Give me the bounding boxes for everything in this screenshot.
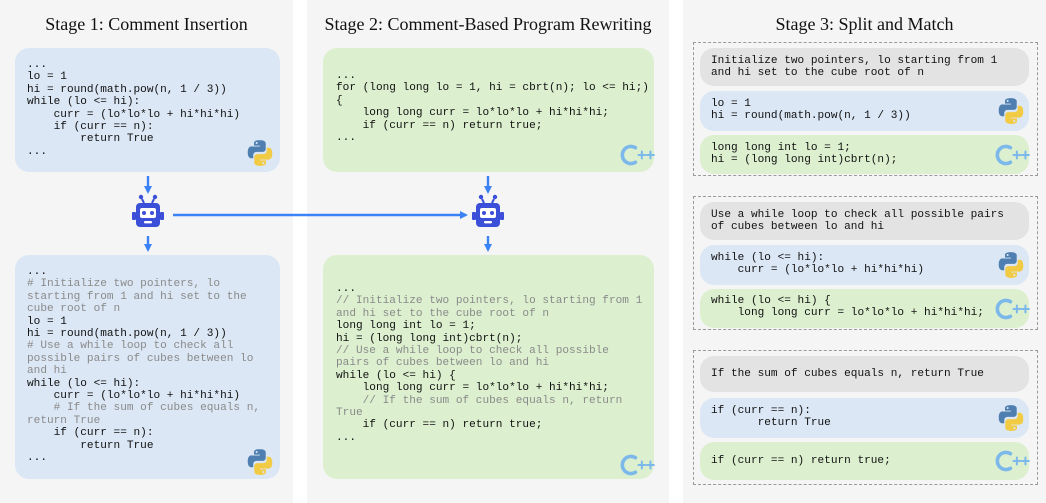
stage2-title: Stage 2: Comment-Based Program Rewriting	[324, 14, 652, 34]
comment-text: Use a while loop to check all possible p…	[711, 209, 1004, 234]
code-comment-line: # Initialize two pointers, lo	[27, 278, 221, 291]
code-line: ...	[27, 145, 47, 158]
cpp-snippet: while (lo <= hi) { long long curr = lo*l…	[711, 295, 984, 320]
code-line: curr = (lo*lo*lo + hi*hi*hi)	[27, 108, 241, 121]
code-line: if (curr == n) return true;	[336, 419, 543, 432]
code-comment-line: // Initialize two pointers, lo starting …	[336, 295, 643, 308]
code-comment-line: # Use a while loop to check all	[27, 340, 234, 353]
code-line: long long curr = lo*lo*lo + hi*hi*hi;	[336, 107, 609, 120]
code-line: ...	[27, 59, 47, 71]
stage1-original-python-box: ... lo = 1 hi = round(math.pow(n, 1 / 3)…	[15, 48, 280, 172]
code-line: long long curr = lo*lo*lo + hi*hi*hi;	[336, 382, 609, 395]
code-line: if (curr == n):	[27, 121, 154, 134]
code-line: if (curr == n) return true;	[336, 119, 543, 132]
cpp-snippet: long long int lo = 1; hi = (long long in…	[711, 142, 898, 167]
code-comment-line: possible pairs of cubes between lo	[27, 352, 254, 365]
python-snippet-box: if (curr == n): return True	[700, 398, 1029, 438]
code-line: return True	[27, 133, 154, 146]
code-line: lo = 1	[27, 71, 67, 84]
code-line: ...	[336, 132, 356, 145]
code-line: {	[336, 94, 343, 107]
code-line: if (curr == n):	[27, 427, 154, 440]
code-line: ...	[336, 283, 356, 295]
code-comment-line: starting from 1 and hi set to the	[27, 290, 247, 303]
cpp-snippet-box: long long int lo = 1; hi = (long long in…	[700, 135, 1029, 174]
comment-text: If the sum of cubes equals n, return Tru…	[711, 368, 984, 380]
code-line: hi = (long long int)cbrt(n);	[336, 332, 523, 345]
python-snippet-box: lo = 1 hi = round(math.pow(n, 1 / 3))	[700, 91, 1029, 131]
stage2-rewritten-cpp-box: ... // Initialize two pointers, lo start…	[323, 255, 654, 479]
code-comment-line: True	[336, 407, 363, 420]
comment-box: Initialize two pointers, lo starting fro…	[700, 48, 1029, 86]
stage2-translated-code: ... for (long long lo = 1, hi = cbrt(n);…	[336, 70, 649, 144]
code-line: long long int lo = 1;	[336, 320, 476, 333]
stage1-title: Stage 1: Comment Insertion	[45, 14, 248, 34]
stage1-original-code: ... lo = 1 hi = round(math.pow(n, 1 / 3)…	[27, 59, 240, 158]
stage2-rewritten-code: ... // Initialize two pointers, lo start…	[336, 283, 642, 444]
code-line: return True	[27, 439, 154, 452]
python-snippet: while (lo <= hi): curr = (lo*lo*lo + hi*…	[711, 252, 925, 277]
code-line: while (lo <= hi) {	[336, 369, 456, 382]
robot-icon	[132, 194, 164, 227]
code-line: ...	[336, 431, 356, 444]
python-snippet: if (curr == n): return True	[711, 405, 831, 430]
match-group-2	[693, 196, 1038, 330]
code-comment-line: and hi set to the cube root of n	[336, 307, 550, 320]
code-line: curr = (lo*lo*lo + hi*hi*hi)	[27, 390, 241, 403]
code-line: while (lo <= hi):	[27, 377, 141, 390]
stage1-commented-code: ... # Initialize two pointers, lo starti…	[27, 266, 260, 465]
code-comment-line: and hi	[27, 365, 67, 378]
comment-text: Initialize two pointers, lo starting fro…	[711, 55, 998, 80]
stage2-panel: Stage 2: Comment-Based Program Rewriting…	[307, 0, 669, 503]
stage3-panel: Stage 3: Split and Match Initialize two …	[683, 0, 1046, 503]
python-snippet-box: while (lo <= hi): curr = (lo*lo*lo + hi*…	[700, 245, 1029, 285]
match-group-3	[693, 350, 1038, 485]
cpp-snippet-box: while (lo <= hi) { long long curr = lo*l…	[700, 289, 1029, 328]
code-line: ...	[336, 70, 356, 82]
code-line: while (lo <= hi):	[27, 96, 141, 109]
match-group-1	[693, 42, 1038, 176]
code-line: for (long long lo = 1, hi = cbrt(n); lo …	[336, 82, 649, 95]
stage1-commented-python-box: ... # Initialize two pointers, lo starti…	[15, 255, 280, 479]
stage2-translated-cpp-box: ... for (long long lo = 1, hi = cbrt(n);…	[323, 48, 654, 172]
comment-box: If the sum of cubes equals n, return Tru…	[700, 356, 1029, 392]
code-line: ...	[27, 266, 47, 278]
comment-box: Use a while loop to check all possible p…	[700, 202, 1029, 240]
stage3-title: Stage 3: Split and Match	[775, 14, 954, 34]
code-line: hi = round(math.pow(n, 1 / 3))	[27, 328, 227, 341]
code-comment-line: pairs of cubes between lo and hi	[336, 357, 550, 370]
code-line: ...	[27, 452, 47, 465]
code-comment-line: # If the sum of cubes equals n,	[27, 402, 261, 415]
cpp-snippet: if (curr == n) return true;	[711, 455, 891, 467]
cpp-snippet-box: if (curr == n) return true;	[700, 442, 1029, 480]
code-comment-line: cube root of n	[27, 303, 121, 316]
code-line: hi = round(math.pow(n, 1 / 3))	[27, 83, 227, 96]
python-snippet: lo = 1 hi = round(math.pow(n, 1 / 3))	[711, 98, 911, 123]
code-comment-line: // If the sum of cubes equals n, return	[336, 394, 623, 407]
stage1-panel: Stage 1: Comment Insertion ... lo = 1 hi…	[0, 0, 293, 503]
code-comment-line: return True	[27, 414, 101, 427]
robot-icon	[472, 194, 504, 227]
code-line: lo = 1	[27, 315, 67, 328]
code-comment-line: // Use a while loop to check all possibl…	[336, 345, 609, 358]
